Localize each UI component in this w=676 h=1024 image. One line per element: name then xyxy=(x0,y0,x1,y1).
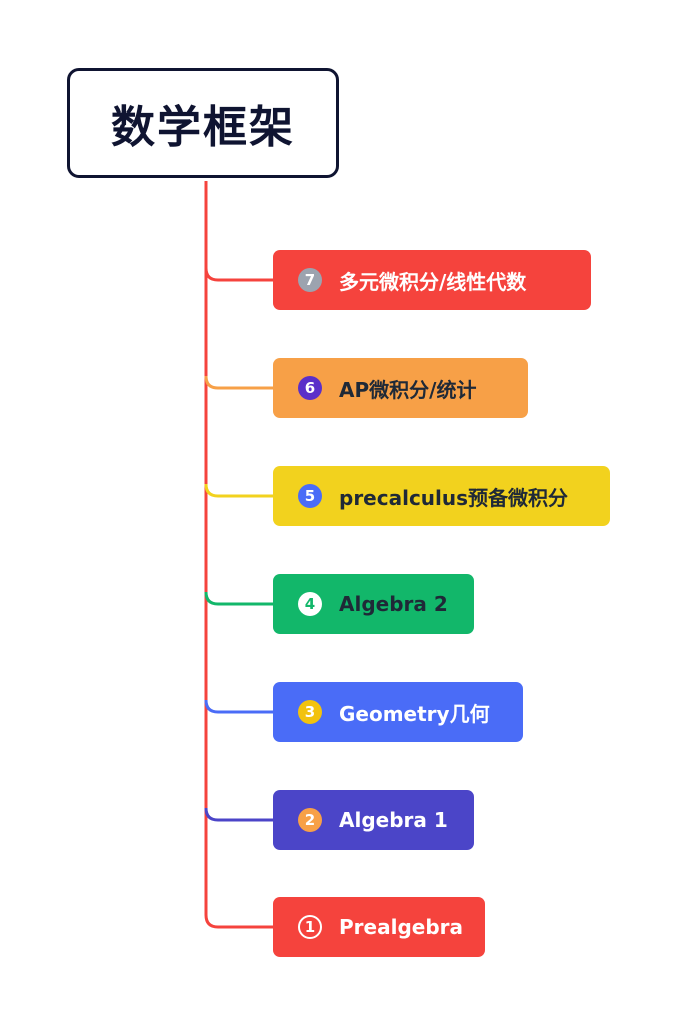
branch-line-2 xyxy=(204,807,273,822)
badge-7: 7 xyxy=(298,268,322,292)
root-node[interactable]: 数学框架 xyxy=(67,68,339,178)
node-6-label: AP微积分/统计 xyxy=(339,377,477,402)
node-1[interactable]: 1 Prealgebra xyxy=(273,897,485,957)
node-4-label: Algebra 2 xyxy=(339,592,448,616)
node-7-label: 多元微积分/线性代数 xyxy=(339,269,527,294)
node-4[interactable]: 4 Algebra 2 xyxy=(273,574,474,634)
badge-1: 1 xyxy=(298,915,322,939)
badge-6: 6 xyxy=(298,376,322,400)
node-1-label: Prealgebra xyxy=(339,915,463,939)
node-7[interactable]: 7 多元微积分/线性代数 xyxy=(273,250,591,310)
node-3[interactable]: 3 Geometry几何 xyxy=(273,682,523,742)
branch-line-4 xyxy=(204,591,273,606)
node-6[interactable]: 6 AP微积分/统计 xyxy=(273,358,528,418)
node-5-label: precalculus预备微积分 xyxy=(339,485,569,510)
badge-4: 4 xyxy=(298,592,322,616)
badge-2: 2 xyxy=(298,808,322,832)
node-3-label: Geometry几何 xyxy=(339,701,490,726)
root-title: 数学框架 xyxy=(111,102,295,153)
node-2[interactable]: 2 Algebra 1 xyxy=(273,790,474,850)
branch-line-3 xyxy=(204,699,273,714)
branch-line-5 xyxy=(204,483,273,498)
branch-line-6 xyxy=(204,375,273,390)
node-2-label: Algebra 1 xyxy=(339,808,448,832)
node-5[interactable]: 5 precalculus预备微积分 xyxy=(273,466,610,526)
branch-line-7 xyxy=(204,267,273,282)
branch-line-1 xyxy=(204,914,273,929)
badge-5: 5 xyxy=(298,484,322,508)
badge-3: 3 xyxy=(298,700,322,724)
